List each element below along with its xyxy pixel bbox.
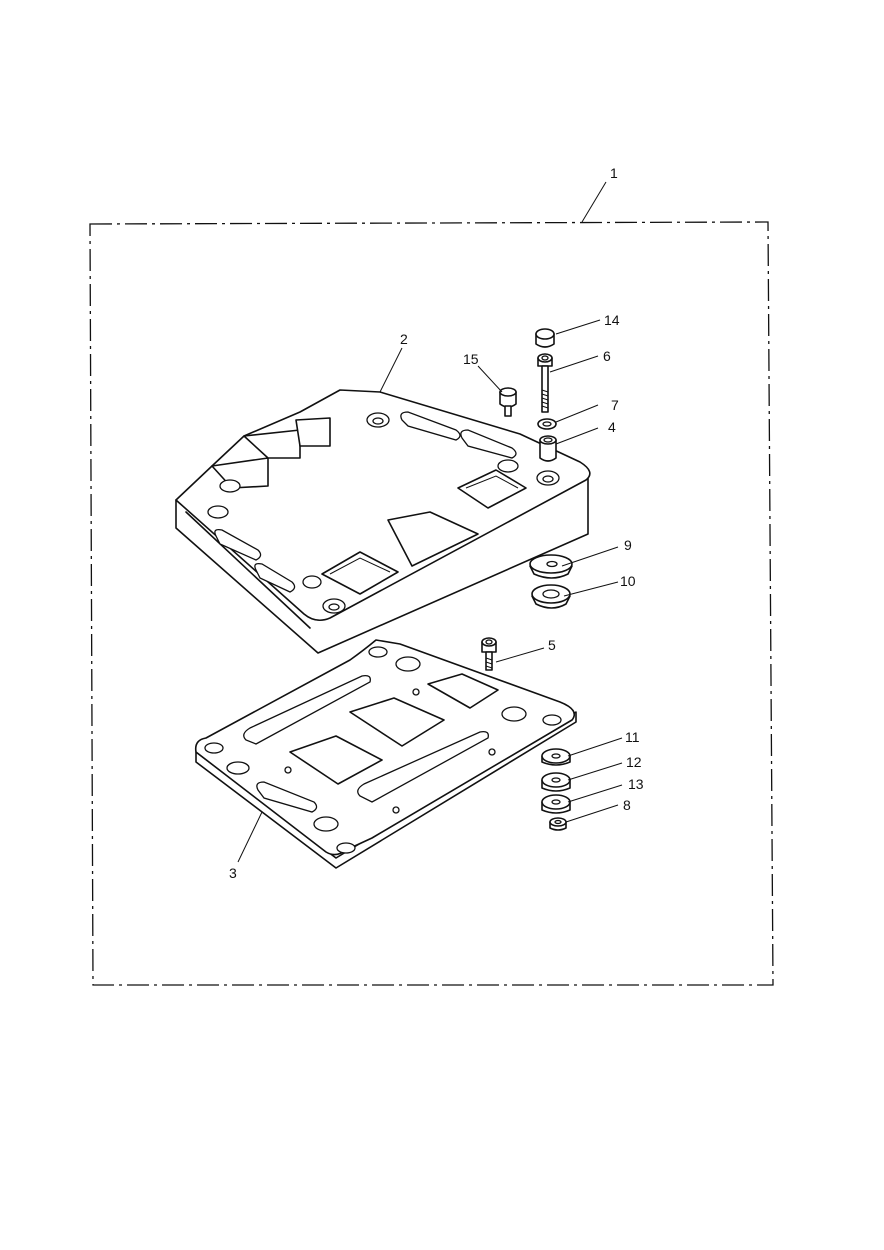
washer bbox=[537, 418, 557, 430]
washer-13 bbox=[541, 794, 571, 814]
callout-9: 9 bbox=[624, 537, 632, 553]
callout-7: 7 bbox=[611, 397, 619, 413]
washer-11 bbox=[541, 748, 571, 766]
rubber-mount-upper bbox=[529, 554, 573, 579]
spacer bbox=[539, 435, 557, 462]
callout-2: 2 bbox=[400, 331, 408, 347]
top-mounting-plate bbox=[175, 389, 591, 654]
callout-1: 1 bbox=[610, 165, 618, 181]
kit-boundary bbox=[89, 221, 774, 986]
callout-4: 4 bbox=[608, 419, 616, 435]
rubber-mount-lower bbox=[531, 584, 571, 609]
knob-bolt bbox=[499, 387, 517, 417]
short-bolt bbox=[481, 637, 497, 671]
cap bbox=[535, 328, 555, 348]
bottom-base-plate bbox=[194, 639, 577, 869]
callout-5: 5 bbox=[548, 637, 556, 653]
callout-11: 11 bbox=[625, 729, 640, 745]
callout-14: 14 bbox=[604, 312, 620, 328]
callout-6: 6 bbox=[603, 348, 611, 364]
nut bbox=[549, 817, 567, 831]
callout-3: 3 bbox=[229, 865, 237, 881]
washer-12 bbox=[541, 772, 571, 792]
callout-10: 10 bbox=[620, 573, 636, 589]
long-bolt bbox=[537, 353, 553, 413]
callout-8: 8 bbox=[623, 797, 631, 813]
leader-lines bbox=[237, 181, 623, 863]
callout-12: 12 bbox=[626, 754, 642, 770]
callout-15: 15 bbox=[463, 351, 479, 367]
callout-13: 13 bbox=[628, 776, 644, 792]
